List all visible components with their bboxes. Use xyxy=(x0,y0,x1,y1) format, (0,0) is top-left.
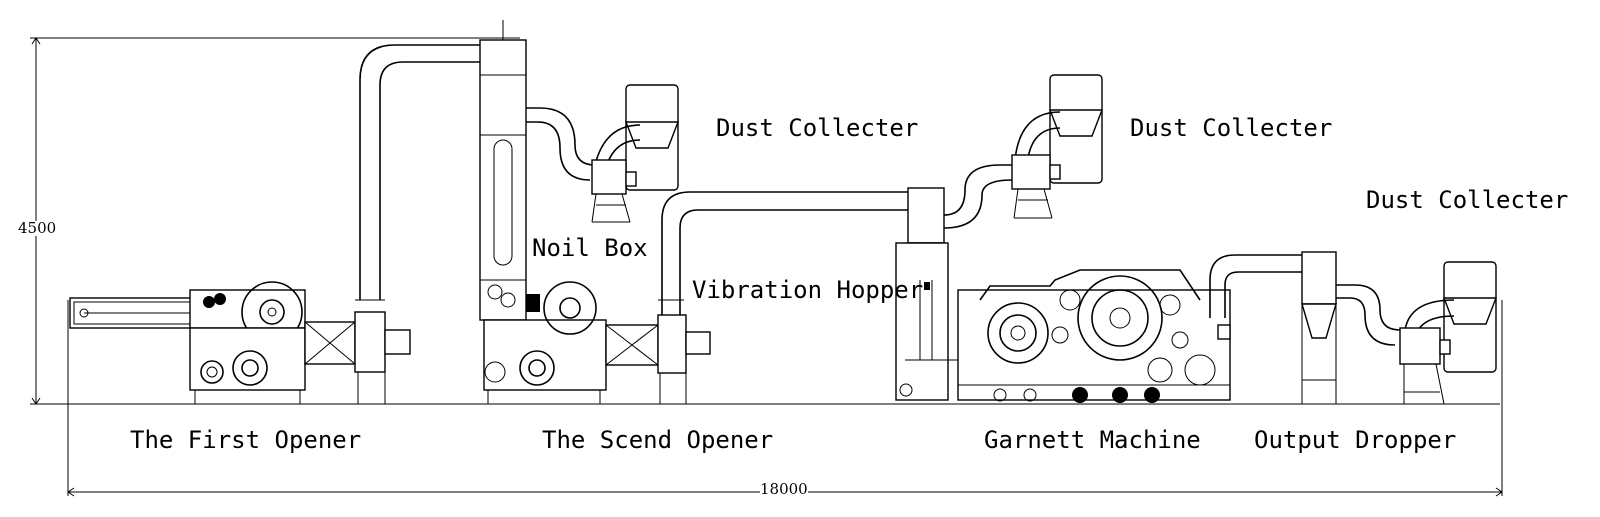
dust-collector-2-label: Dust Collecter xyxy=(1130,114,1333,142)
second-opener-label: The Scend Opener xyxy=(542,426,774,454)
first-opener-label: The First Opener xyxy=(130,426,362,454)
noil-box-label: Noil Box xyxy=(532,234,648,262)
height-dimension-label: 4500 xyxy=(18,219,57,237)
dust-collector-2-unit xyxy=(1011,74,1104,219)
duct-to-dust-collector-2 xyxy=(943,164,1013,229)
vibration-hopper-label: Vibration Hopper xyxy=(692,276,924,304)
vibration-hopper-unit xyxy=(895,187,990,401)
duct-to-dust-collector-3 xyxy=(1336,284,1401,346)
first-opener-machine xyxy=(69,281,411,404)
garnett-machine-unit xyxy=(957,269,1231,403)
dust-collector-1-unit xyxy=(591,84,680,223)
dust-collector-1-label: Dust Collecter xyxy=(716,114,919,142)
dust-collector-3-label: Dust Collecter xyxy=(1366,186,1569,214)
dust-collector-3-unit xyxy=(1399,261,1498,405)
output-dropper-unit xyxy=(1301,251,1337,404)
second-opener-machine xyxy=(483,281,711,404)
duct-to-output-dropper xyxy=(1209,254,1305,318)
duct-first-to-noil-box xyxy=(355,44,480,301)
garnett-machine-label: Garnett Machine xyxy=(984,426,1201,454)
duct-to-dust-collector-1 xyxy=(526,107,596,181)
output-dropper-label: Output Dropper xyxy=(1254,426,1457,454)
width-dimension-label: 18000 xyxy=(760,480,808,498)
duct-to-vibration-hopper xyxy=(658,191,910,315)
noil-box-tower xyxy=(479,20,540,321)
